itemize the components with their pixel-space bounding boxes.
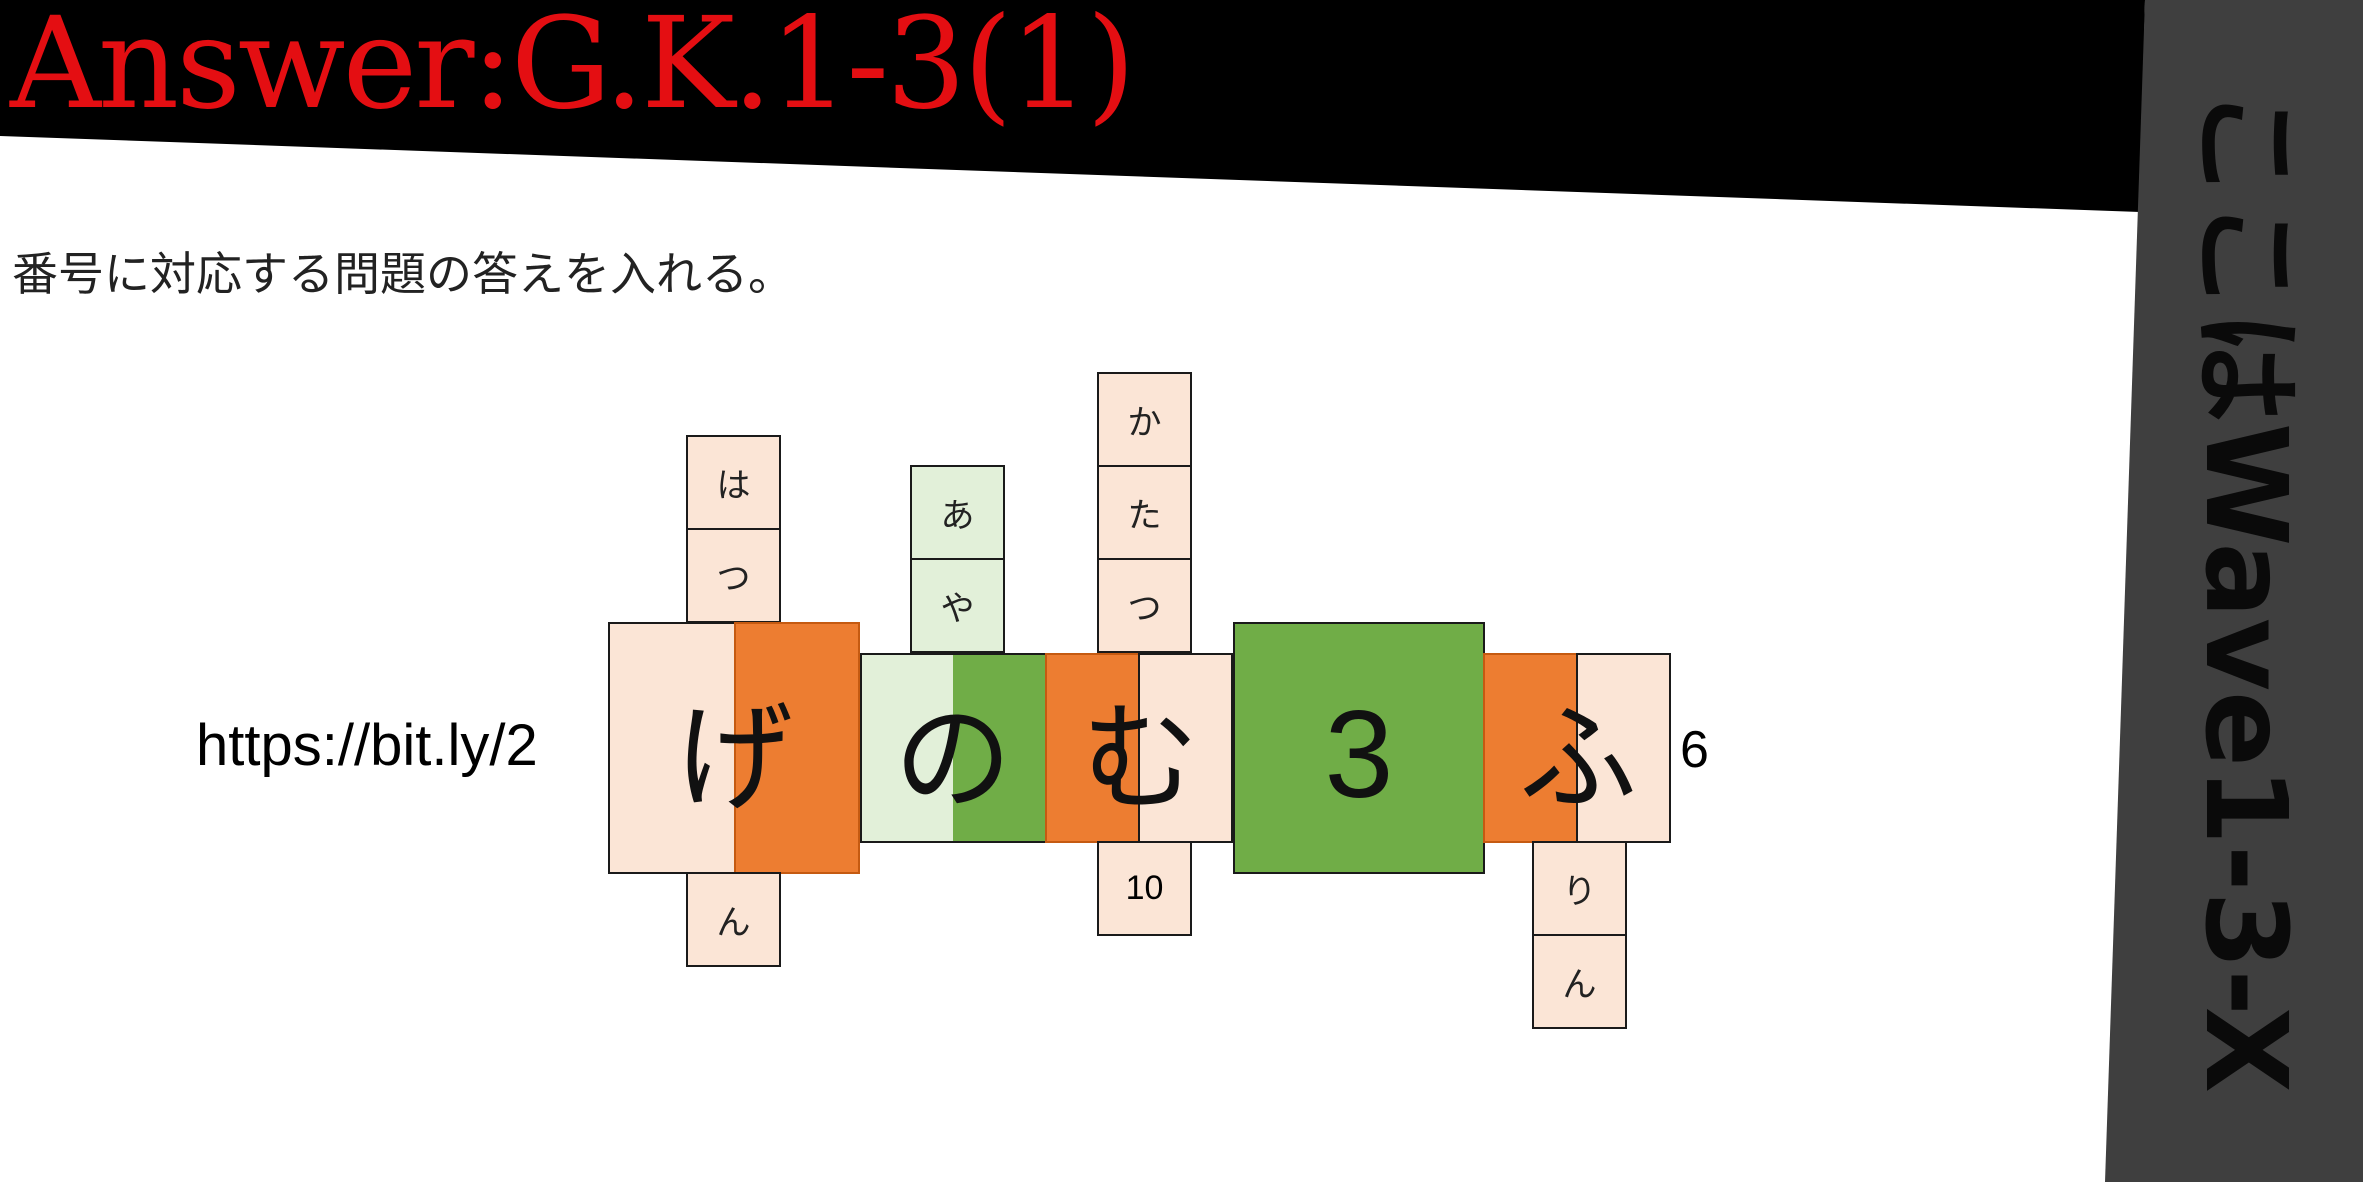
main-char-3: 3: [1324, 686, 1394, 824]
side-label: ここはWave1-3-X: [2180, 86, 2310, 1094]
fu-orange-half: [1483, 653, 1578, 843]
main-char-no: の: [893, 689, 1013, 828]
no-green-half: [953, 653, 1047, 843]
ge-above-1: は: [686, 435, 781, 530]
ge-peach-half: [608, 622, 736, 874]
page-title: Answer:G.K.1-3(1): [10, 0, 1136, 137]
main-char-ge: げ: [674, 689, 794, 828]
ge-above-2: つ: [686, 528, 781, 623]
instruction-text: 番号に対応する問題の答えを入れる。: [12, 247, 794, 301]
no-above-2: や: [910, 558, 1005, 653]
mu-above-1: か: [1097, 372, 1192, 467]
mu-peach-half: [1138, 653, 1233, 843]
mu-above-2: た: [1097, 465, 1192, 560]
side-panel: [2105, 0, 2363, 1182]
mu-below-1: 10: [1097, 841, 1192, 936]
fu-below-1: り: [1532, 841, 1627, 936]
url-suffix: 6: [1680, 721, 1709, 779]
main-char-mu: む: [1080, 689, 1200, 828]
url-prefix: https://bit.ly/2: [196, 713, 538, 778]
main-char-fu: ふ: [1518, 689, 1638, 828]
ge-below-1: ん: [686, 872, 781, 967]
fu-peach-half: [1576, 653, 1671, 843]
no-light-half: [860, 653, 955, 843]
no-above-1: あ: [910, 465, 1005, 560]
three-block: [1233, 622, 1485, 874]
mu-orange-half: [1045, 653, 1140, 843]
title-banner: [0, 0, 2145, 212]
fu-below-2: ん: [1532, 934, 1627, 1029]
mu-above-3: つ: [1097, 558, 1192, 653]
ge-orange-half: [734, 622, 860, 874]
